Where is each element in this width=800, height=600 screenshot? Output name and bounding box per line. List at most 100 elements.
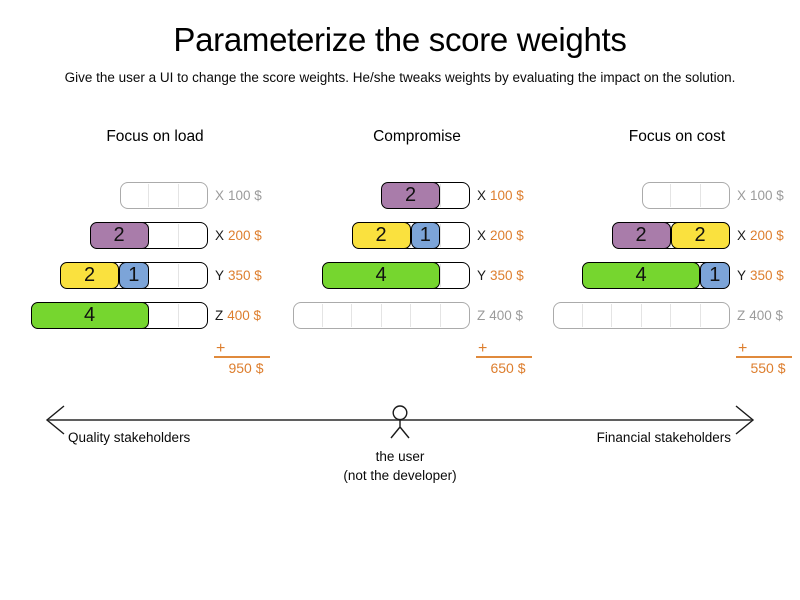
- right-arrowhead-icon: [735, 405, 755, 435]
- unit-divider: [670, 184, 671, 207]
- column-title: Focus on cost: [628, 128, 726, 145]
- unit-divider: [177, 184, 179, 207]
- weight-block: 2: [611, 221, 671, 249]
- resource-cost: 200 $: [228, 228, 262, 243]
- capacity-box: 4: [322, 261, 470, 289]
- capacity-box: [553, 302, 730, 329]
- column-title: Compromise: [373, 128, 461, 145]
- unit-divider: [321, 304, 323, 327]
- financial-stakeholders-label: Financial stakeholders: [596, 430, 731, 445]
- unit-divider: [581, 304, 583, 327]
- capacity-box-area: [293, 302, 470, 329]
- capacity-box: 4: [30, 301, 208, 329]
- capacity-box-area: [31, 182, 208, 209]
- weight-block: 4: [30, 301, 149, 329]
- weight-block: 2: [670, 221, 730, 249]
- unit-divider: [148, 224, 149, 247]
- unit-divider: [380, 304, 382, 327]
- resource-cost: 400 $: [749, 308, 784, 323]
- weight-block: 2: [89, 221, 149, 249]
- weight-block: 2: [381, 181, 440, 209]
- page-title: Parameterize the score weights: [173, 21, 627, 58]
- resource-cost: 400 $: [227, 308, 262, 323]
- capacity-box: [641, 182, 730, 209]
- resource-cost: 100 $: [490, 188, 524, 203]
- unit-divider: [439, 184, 441, 207]
- total-amount: 550 $: [750, 360, 786, 376]
- sum-line: [214, 356, 270, 358]
- user-label-line2: (not the developer): [343, 468, 457, 483]
- unit-divider: [148, 184, 149, 207]
- weight-block: 4: [322, 261, 440, 289]
- resource-cost: 100 $: [750, 188, 784, 203]
- plus-sign: +: [478, 340, 488, 357]
- resource-letter: X: [477, 228, 487, 243]
- capacity-box-area: [553, 182, 730, 209]
- user-stick-figure-icon: [390, 405, 410, 439]
- unit-divider: [439, 224, 441, 247]
- resource-cost: 200 $: [750, 228, 784, 243]
- resource-letter: X: [477, 188, 487, 203]
- capacity-box-area: 4: [30, 301, 208, 329]
- plus-sign: +: [738, 340, 748, 357]
- weight-block: 1: [700, 261, 730, 289]
- unit-divider: [410, 304, 411, 327]
- resource-letter: Z: [215, 308, 224, 323]
- total-block: +950 $: [214, 340, 270, 376]
- unit-divider: [670, 304, 671, 327]
- weight-block: 1: [410, 221, 440, 249]
- unit-divider: [148, 304, 149, 327]
- sum-line: [476, 356, 532, 358]
- weight-block: 2: [351, 221, 411, 249]
- resource-letter: X: [737, 228, 747, 243]
- resource-letter: Y: [477, 268, 487, 283]
- resource-letter: Z: [737, 308, 746, 323]
- capacity-box: 2: [381, 181, 470, 209]
- unit-divider: [351, 304, 352, 327]
- unit-divider: [640, 304, 642, 327]
- resource-cost: 350 $: [228, 268, 262, 283]
- subtitle: Give the user a UI to change the score w…: [64, 70, 736, 85]
- weight-block: 4: [582, 261, 700, 289]
- column-title: Focus on load: [106, 128, 204, 145]
- capacity-box-area: 4: [293, 261, 470, 289]
- weight-block: 1: [119, 261, 149, 289]
- capacity-box-area: [553, 302, 730, 329]
- resource-cost: 350 $: [750, 268, 784, 283]
- unit-divider: [177, 304, 179, 327]
- plus-sign: +: [216, 340, 226, 357]
- resource-cost: 200 $: [490, 228, 524, 243]
- resource-letter: X: [737, 188, 747, 203]
- resource-letter: X: [215, 188, 225, 203]
- quality-stakeholders-label: Quality stakeholders: [68, 430, 191, 445]
